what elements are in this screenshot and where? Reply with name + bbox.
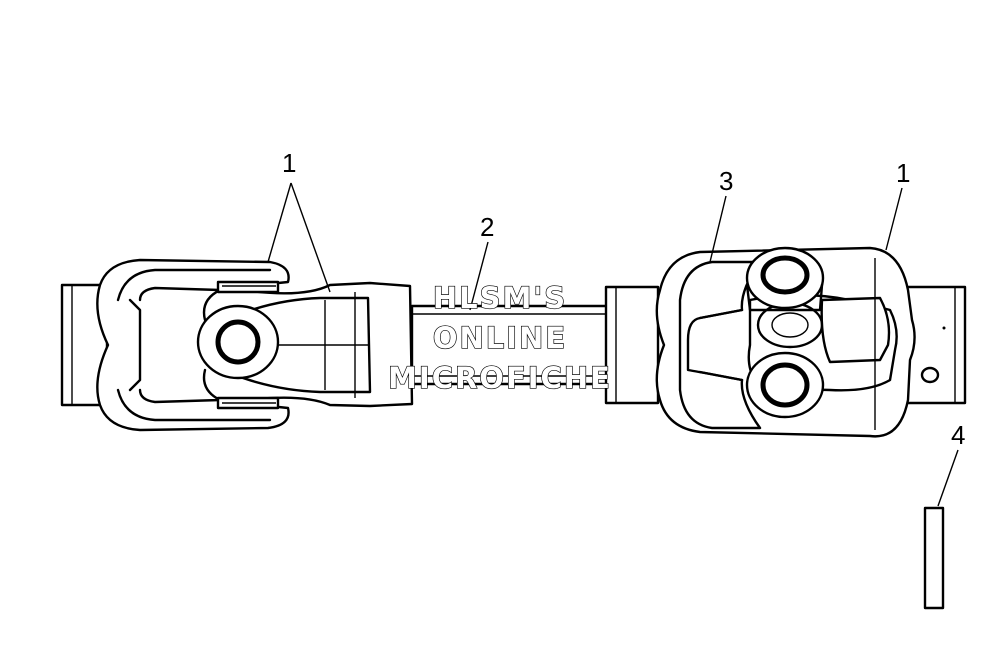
callout-3: 3 [719, 166, 733, 196]
callout-1-right: 1 [896, 158, 910, 188]
right-inner-stub [604, 285, 660, 405]
center-shaft [410, 304, 612, 386]
right-bottom-bearing-bore [760, 362, 810, 408]
watermark-line1: HLSM'S [433, 281, 567, 315]
right-tube-hole [920, 366, 940, 384]
right-top-bearing-bore [760, 255, 810, 295]
roll-pin [923, 506, 945, 610]
shaft-tube [410, 304, 612, 386]
left-universal-joint [60, 258, 414, 432]
callout-2: 2 [480, 212, 494, 242]
watermark-line2: ONLINE [433, 321, 567, 355]
callout-1-left: 1 [282, 148, 296, 178]
right-universal-joint [604, 246, 967, 438]
leader-lines [267, 182, 959, 507]
left-bearing-bore [215, 319, 261, 365]
callout-4: 4 [951, 420, 965, 450]
watermark: HLSM'S ONLINE MICROFICHE [387, 280, 612, 395]
watermark-line3: MICROFICHE [388, 361, 612, 395]
